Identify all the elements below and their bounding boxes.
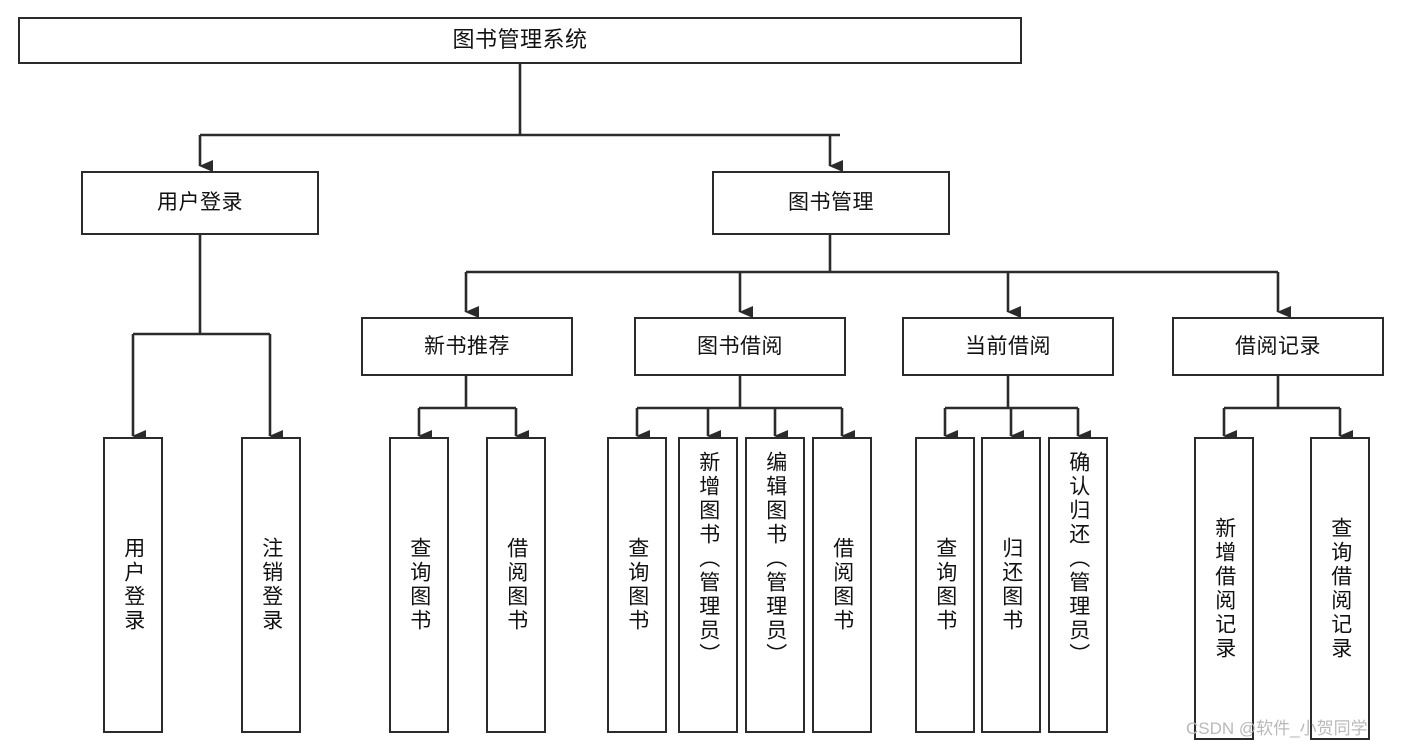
node-leaf-query-book-3-label: 查询图书 [933,537,957,633]
node-leaf-borrow-book-2[interactable]: 借阅图书 [812,437,872,733]
node-leaf-query-book-1[interactable]: 查询图书 [389,437,449,733]
node-book-borrow[interactable]: 图书借阅 [634,317,846,376]
node-current-borrow-label: 当前借阅 [965,334,1051,358]
node-leaf-user-login[interactable]: 用户登录 [103,437,163,733]
node-leaf-borrow-book-2-label: 借阅图书 [830,537,854,633]
node-leaf-query-record-label: 查询借阅记录 [1328,516,1352,661]
node-leaf-add-record[interactable]: 新增借阅记录 [1194,437,1254,740]
node-leaf-query-record[interactable]: 查询借阅记录 [1310,437,1370,740]
node-leaf-query-book-1-label: 查询图书 [407,537,431,633]
node-leaf-user-logout[interactable]: 注销登录 [241,437,301,733]
node-leaf-user-logout-label: 注销登录 [259,537,283,633]
node-current-borrow[interactable]: 当前借阅 [902,317,1114,376]
node-book-borrow-label: 图书借阅 [697,334,783,358]
node-leaf-borrow-book-1-label: 借阅图书 [504,537,528,633]
node-borrow-record-label: 借阅记录 [1235,334,1321,358]
node-leaf-edit-book-label: 编辑图书（管理员） [763,451,787,667]
node-leaf-add-record-label: 新增借阅记录 [1212,516,1236,661]
node-leaf-return-book-label: 归还图书 [999,537,1023,633]
node-leaf-query-book-2[interactable]: 查询图书 [607,437,667,733]
node-leaf-confirm-return-label: 确认归还（管理员） [1066,451,1090,667]
node-new-book-recommend[interactable]: 新书推荐 [361,317,573,376]
node-leaf-return-book[interactable]: 归还图书 [981,437,1041,733]
node-leaf-confirm-return[interactable]: 确认归还（管理员） [1048,437,1108,733]
node-user-login-label: 用户登录 [157,191,243,215]
csdn-watermark: CSDN @软件_小贺同学 [1186,719,1368,738]
node-new-book-recommend-label: 新书推荐 [424,334,510,358]
node-book-manage[interactable]: 图书管理 [712,171,950,235]
node-leaf-borrow-book-1[interactable]: 借阅图书 [486,437,546,733]
node-leaf-query-book-3[interactable]: 查询图书 [915,437,975,733]
node-leaf-user-login-label: 用户登录 [121,537,145,633]
node-root[interactable]: 图书管理系统 [18,17,1022,64]
node-root-label: 图书管理系统 [452,27,588,53]
node-leaf-query-book-2-label: 查询图书 [625,537,649,633]
node-leaf-edit-book[interactable]: 编辑图书（管理员） [745,437,805,733]
node-leaf-add-book-label: 新增图书（管理员） [696,451,720,667]
node-book-manage-label: 图书管理 [788,191,874,215]
node-borrow-record[interactable]: 借阅记录 [1172,317,1384,376]
node-leaf-add-book[interactable]: 新增图书（管理员） [678,437,738,733]
node-user-login[interactable]: 用户登录 [81,171,319,235]
